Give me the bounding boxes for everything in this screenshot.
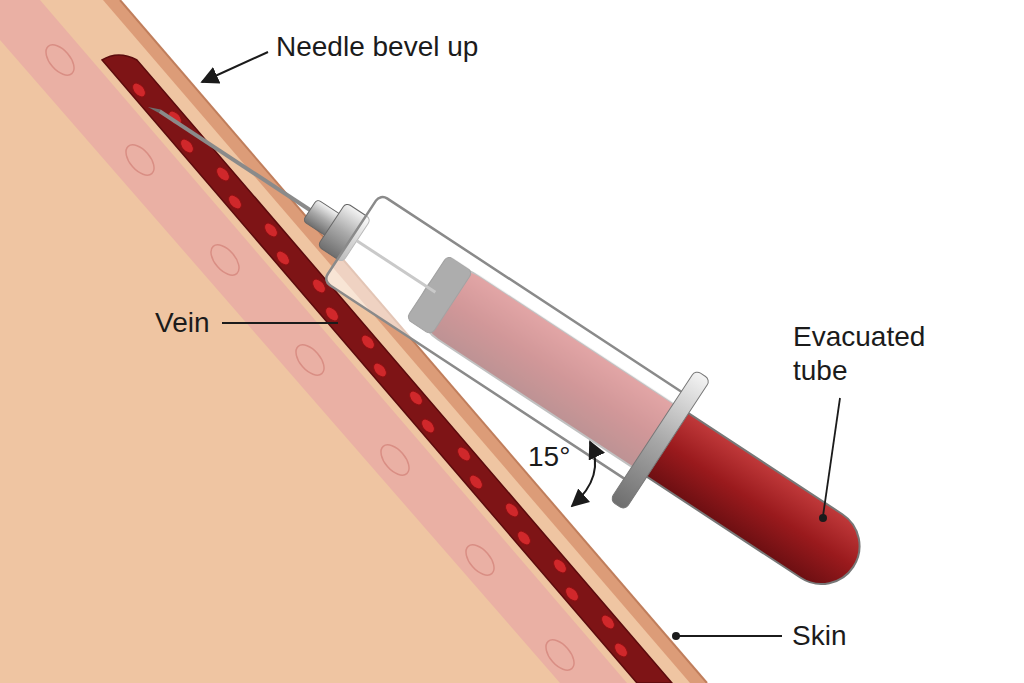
skin-layer xyxy=(103,0,707,683)
skin-edge xyxy=(120,0,707,683)
leader-line xyxy=(676,635,782,637)
needle-holder xyxy=(107,39,896,632)
part-label: Needle bevel up xyxy=(276,30,576,64)
leader-arrow xyxy=(202,52,268,82)
part-label: Evacuated tube xyxy=(793,320,953,388)
holder-barrel xyxy=(323,194,689,484)
angle-label: 15° xyxy=(528,440,588,474)
leader-dot xyxy=(819,514,827,522)
arm-tissue xyxy=(0,0,707,683)
leader-dot xyxy=(672,632,680,640)
leader-line xyxy=(222,322,338,324)
angle-arc xyxy=(572,442,595,506)
part-label: Skin xyxy=(792,619,912,653)
needle xyxy=(160,111,310,210)
holder-flange xyxy=(610,370,711,510)
leader-line xyxy=(823,398,840,516)
glass-highlight xyxy=(382,210,675,402)
needle-bevel xyxy=(148,103,161,114)
part-label: Vein xyxy=(155,306,225,340)
